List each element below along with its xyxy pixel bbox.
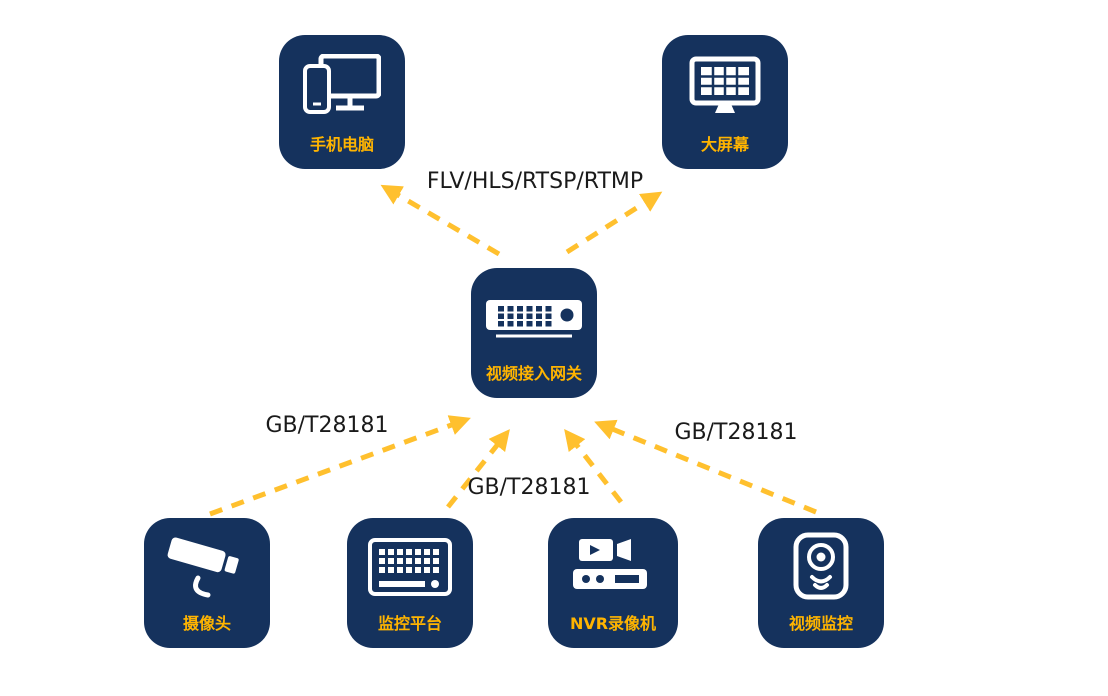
- node-mobile-pc: 手机电脑: [279, 35, 405, 169]
- node-label: 摄像头: [182, 614, 231, 633]
- edge-label-gbt28181-right: GB/T28181: [674, 420, 798, 445]
- node-label: 监控平台: [377, 614, 442, 633]
- node-camera: 摄像头: [144, 518, 270, 648]
- big-screen-icon: [689, 35, 761, 131]
- edge-label-gbt28181-left: GB/T28181: [265, 413, 389, 438]
- node-nvr: NVR录像机: [548, 518, 678, 648]
- platform-server-icon: [368, 518, 452, 610]
- cctv-camera-icon: [164, 518, 250, 610]
- arrow-gateway-to-big-screen: [565, 191, 663, 255]
- node-surveillance: 视频监控: [758, 518, 884, 648]
- node-label: 视频接入网关: [485, 364, 582, 383]
- node-label: NVR录像机: [569, 614, 657, 633]
- node-label: 大屏幕: [700, 135, 749, 154]
- edge-label-protocols: FLV/HLS/RTSP/RTMP: [426, 169, 644, 194]
- surveillance-device-icon: [792, 518, 850, 610]
- nvr-recorder-icon: [571, 518, 655, 610]
- edge-label-gbt28181-center: GB/T28181: [467, 475, 591, 500]
- node-label: 手机电脑: [309, 135, 374, 154]
- node-gateway: 视频接入网关: [471, 268, 597, 398]
- node-big-screen: 大屏幕: [662, 35, 788, 169]
- gateway-icon: [486, 268, 582, 360]
- node-label: 视频监控: [788, 614, 853, 633]
- arrow-gateway-to-mobile-pc: [380, 184, 501, 257]
- mobile-pc-icon: [303, 35, 381, 131]
- node-platform: 监控平台: [347, 518, 473, 648]
